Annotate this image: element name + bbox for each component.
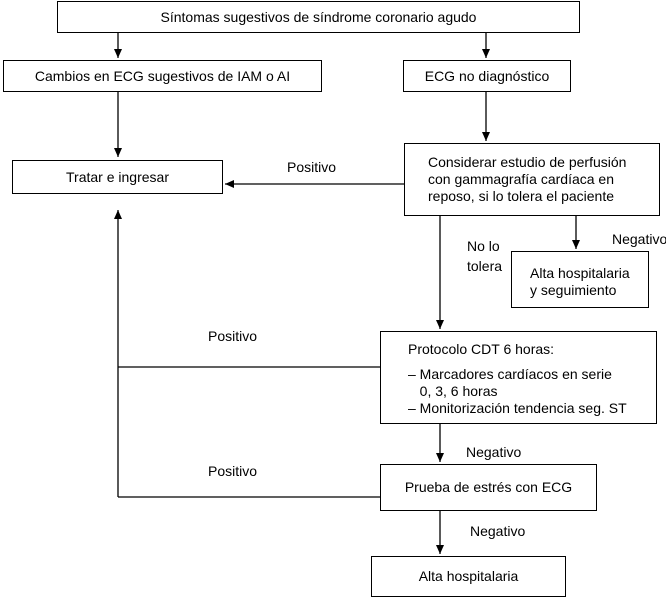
node-discharge-followup-line-2: y seguimiento <box>530 282 617 298</box>
node-protocol-item-3: – Monitorización tendencia seg. ST <box>408 400 627 416</box>
edge-label-negativo-stress: Negativo <box>470 523 526 539</box>
node-perfusion-line-2: con gammagrafía cardíaca en <box>428 171 614 187</box>
node-discharge: Alta hospitalaria <box>371 556 566 597</box>
node-perfusion: Considerar estudio de perfusión con gamm… <box>404 143 660 216</box>
edge-label-positivo-protocol: Positivo <box>208 328 258 344</box>
node-perfusion-line-3: reposo, si lo tolera el paciente <box>428 188 614 204</box>
node-stress-test-text: Prueba de estrés con ECG <box>404 479 573 495</box>
node-protocol-item-2: 0, 3, 6 horas <box>408 383 498 399</box>
node-discharge-followup: Alta hospitalaria y seguimiento <box>511 251 649 308</box>
edge-label-no-lo-tolera: No lo tolera <box>467 238 502 275</box>
node-protocol-title: Protocolo CDT 6 horas: <box>408 341 555 357</box>
edge-label-no-lo-tolera-line-2: tolera <box>467 258 503 274</box>
node-stress-test: Prueba de estrés con ECG <box>380 464 597 511</box>
node-treat-admit-text: Tratar e ingresar <box>66 168 169 185</box>
node-start: Síntomas sugestivos de síndrome coronari… <box>57 1 580 33</box>
node-discharge-followup-line-1: Alta hospitalaria <box>530 265 630 281</box>
node-start-text: Síntomas sugestivos de síndrome coronari… <box>160 8 477 25</box>
node-protocol-item-1: – Marcadores cardíacos en serie <box>408 366 612 382</box>
node-ecg-suggestive: Cambios en ECG sugestivos de IAM o AI <box>3 60 322 92</box>
edge-label-positivo-stress: Positivo <box>208 463 258 479</box>
node-discharge-text: Alta hospitalaria <box>418 568 519 584</box>
edge-label-no-lo-tolera-line-1: No lo <box>467 238 500 254</box>
node-ecg-suggestive-text: Cambios en ECG sugestivos de IAM o AI <box>34 67 291 84</box>
edge-label-positivo-perfusion: Positivo <box>287 159 337 175</box>
edge-label-negativo-protocol: Negativo <box>466 444 522 460</box>
edge-label-negativo-perfusion: Negativo <box>612 231 666 247</box>
node-perfusion-line-1: Considerar estudio de perfusión <box>428 154 627 170</box>
node-protocol: Protocolo CDT 6 horas: – Marcadores card… <box>380 331 657 424</box>
node-ecg-nondiagnostic: ECG no diagnóstico <box>403 60 571 92</box>
node-treat-admit: Tratar e ingresar <box>12 160 223 194</box>
node-ecg-nondiagnostic-text: ECG no diagnóstico <box>424 67 550 84</box>
